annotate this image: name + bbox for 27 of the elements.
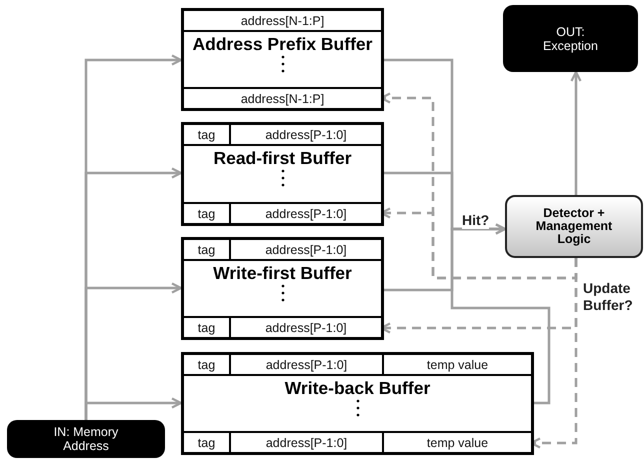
- table-cell: address[P-1:0]: [231, 202, 381, 223]
- process-box: Detector + Management Logic: [505, 195, 643, 258]
- edge-label: Hit?: [462, 212, 490, 229]
- terminal-box: OUT: Exception: [503, 5, 638, 72]
- table-cell: tag: [184, 125, 231, 146]
- table-cell: address[N-1:P]: [184, 87, 381, 108]
- terminal-box: IN: Memory Address: [7, 420, 165, 458]
- table-cell: tag: [184, 240, 231, 261]
- buffer-title: Write-first Buffer: [212, 263, 353, 284]
- table-cell: tag: [184, 316, 231, 337]
- arrow: [84, 397, 182, 420]
- buffer-table: [181, 352, 534, 455]
- buffer-title: Read-first Buffer: [212, 148, 353, 169]
- table-cell: temp value: [384, 431, 531, 452]
- table-cell: tag: [184, 202, 231, 223]
- table-cell: tag: [184, 355, 231, 376]
- table-cell: address[P-1:0]: [231, 431, 384, 452]
- buffer-table: [181, 122, 384, 226]
- table-cell: address[P-1:0]: [231, 316, 381, 337]
- buffer-title: Address Prefix Buffer: [192, 34, 374, 55]
- arrow: [450, 223, 550, 404]
- table-cell: tag: [184, 431, 231, 452]
- table-cell: address[P-1:0]: [231, 355, 384, 376]
- buffer-table: [181, 237, 384, 340]
- buffer-table: [181, 8, 384, 111]
- buffer-title: Write-back Buffer: [284, 378, 432, 399]
- arrow: [570, 70, 582, 195]
